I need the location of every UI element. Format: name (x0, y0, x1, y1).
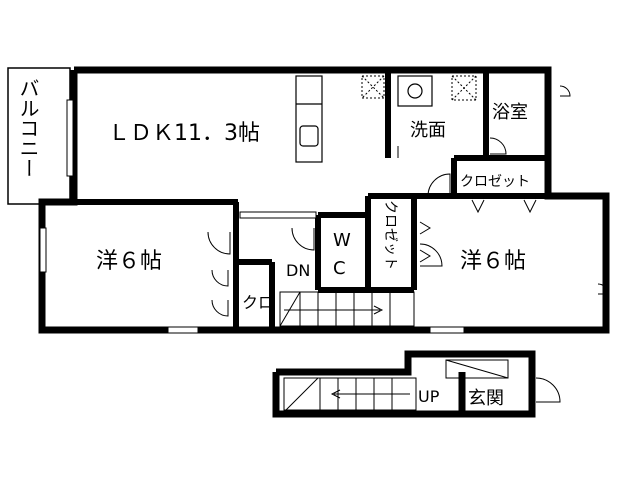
interior-walls (42, 70, 606, 330)
stairs-down-label: DN (286, 261, 310, 280)
room-label-bathroom: 浴室 (492, 102, 528, 123)
room-label-closet-small: クロ (242, 293, 274, 312)
closet-marks (419, 199, 537, 263)
room-label-washroom: 洗面 (410, 120, 446, 141)
room-label-balcony: バルコニー (16, 78, 40, 178)
room-label-western-right: 洋６帖 (460, 249, 526, 274)
room-label-closet-middle: クロゼット (382, 200, 398, 270)
room-label-closet-top: クロゼット (460, 174, 530, 190)
entrance-details (445, 359, 561, 403)
washing-machine (397, 75, 433, 107)
vent-marks (361, 75, 477, 101)
stairs-lower (283, 377, 417, 411)
room-label-ldk: ＬＤＫ11．3帖 (108, 121, 260, 146)
room-label-wc-c: C (333, 258, 346, 279)
room-label-wc-w: W (333, 230, 351, 251)
door-swings (207, 85, 609, 317)
stairs-up-label: UP (418, 387, 440, 406)
lower-walls (272, 350, 536, 418)
room-label-entrance: 玄関 (468, 388, 504, 409)
stairs-upper (279, 291, 415, 327)
room-label-western-left: 洋６帖 (96, 249, 162, 274)
windows (39, 99, 465, 334)
kitchen-counter (295, 75, 323, 163)
